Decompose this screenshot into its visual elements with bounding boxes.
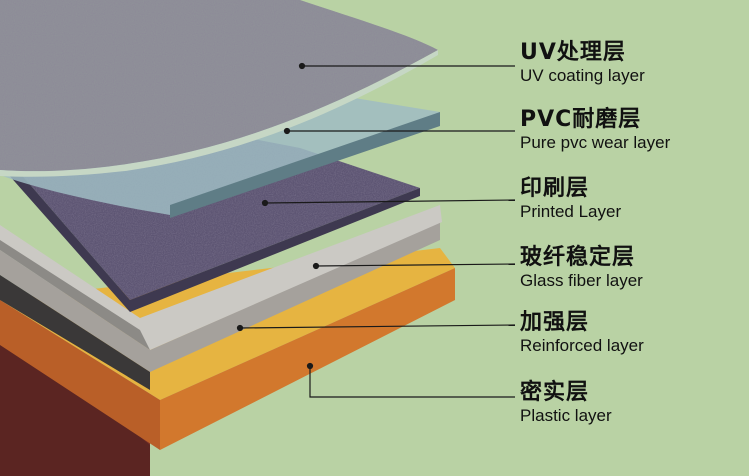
plastic-layer-front bbox=[160, 268, 455, 450]
leader-line-plastic bbox=[309, 366, 515, 398]
uv-coating-speckle bbox=[0, 0, 438, 172]
leader-dot-printed bbox=[261, 199, 269, 207]
leader-line-printed bbox=[264, 199, 516, 204]
label-plastic-en: Plastic layer bbox=[520, 406, 612, 425]
label-printed-layer: 印刷层 Printed Layer bbox=[520, 176, 621, 221]
leader-line-glass bbox=[315, 263, 516, 267]
leader-dot-uv bbox=[298, 62, 306, 70]
label-reinforced: 加强层 Reinforced layer bbox=[520, 310, 644, 355]
label-reinforced-en: Reinforced layer bbox=[520, 336, 644, 355]
label-uv-coating: UV处理层 UV coating layer bbox=[520, 40, 645, 85]
leader-dot-plastic bbox=[306, 362, 314, 370]
label-wear-layer: PVC耐磨层 Pure pvc wear layer bbox=[520, 107, 670, 152]
uv-coating-edge bbox=[0, 50, 438, 177]
label-uv-coating-cn: UV处理层 bbox=[520, 40, 626, 65]
glass-fiber-edge bbox=[0, 240, 150, 350]
label-printed-layer-en: Printed Layer bbox=[520, 202, 622, 221]
wear-layer-edge bbox=[170, 112, 440, 218]
label-plastic: 密实层 Plastic layer bbox=[520, 380, 612, 425]
printed-layer-edge bbox=[0, 150, 420, 312]
leader-dot-reinforced bbox=[236, 324, 244, 332]
label-printed-layer-cn: 印刷层 bbox=[520, 176, 590, 201]
label-wear-layer-cn: PVC耐磨层 bbox=[520, 107, 642, 132]
label-glass-fiber-cn: 玻纤稳定层 bbox=[520, 245, 636, 270]
leader-dot-glass bbox=[312, 262, 320, 270]
label-glass-fiber: 玻纤稳定层 Glass fiber layer bbox=[520, 245, 643, 290]
label-wear-layer-en: Pure pvc wear layer bbox=[520, 133, 671, 152]
label-glass-fiber-en: Glass fiber layer bbox=[520, 271, 643, 290]
leader-line-reinforced bbox=[239, 324, 516, 329]
leader-lines bbox=[236, 62, 516, 398]
leader-dot-pvc bbox=[283, 127, 291, 135]
reinforced-layer-dark-edge bbox=[0, 275, 150, 390]
label-reinforced-cn: 加强层 bbox=[520, 310, 590, 335]
label-uv-coating-en: UV coating layer bbox=[520, 66, 645, 85]
label-plastic-cn: 密实层 bbox=[520, 380, 590, 405]
reinforced-layer-top bbox=[0, 222, 440, 372]
plastic-layer-side bbox=[0, 300, 160, 450]
